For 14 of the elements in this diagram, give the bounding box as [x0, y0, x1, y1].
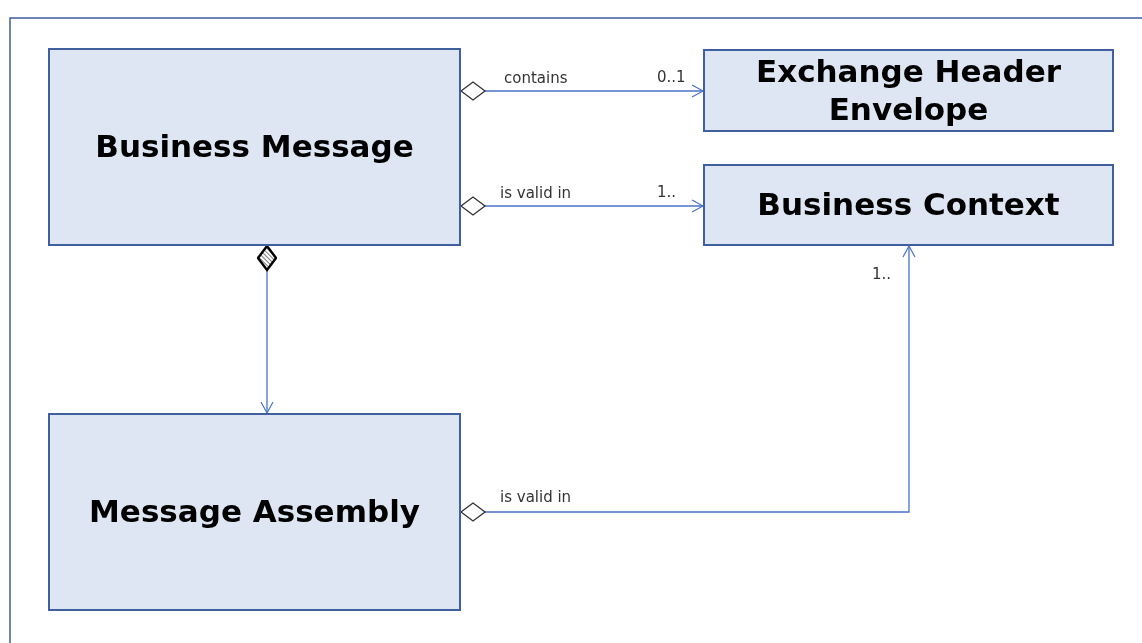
aggregation-arrow: [460, 196, 704, 216]
class-box: [48, 413, 461, 611]
aggregation-arrow: [460, 81, 704, 101]
class-box: [48, 48, 461, 246]
class-box: [703, 49, 1114, 132]
aggregation-arrow: [460, 245, 916, 522]
class-name: Exchange Header Envelope: [755, 53, 1062, 128]
edge-label: contains: [502, 71, 570, 86]
multiplicity-label: 0..1: [655, 70, 688, 85]
class-box: [703, 164, 1114, 246]
class-name: Message Assembly: [89, 493, 420, 531]
aggregation-arrow: [256, 244, 278, 414]
class-name: Business Context: [757, 186, 1060, 224]
class-name: Business Message: [95, 128, 414, 166]
